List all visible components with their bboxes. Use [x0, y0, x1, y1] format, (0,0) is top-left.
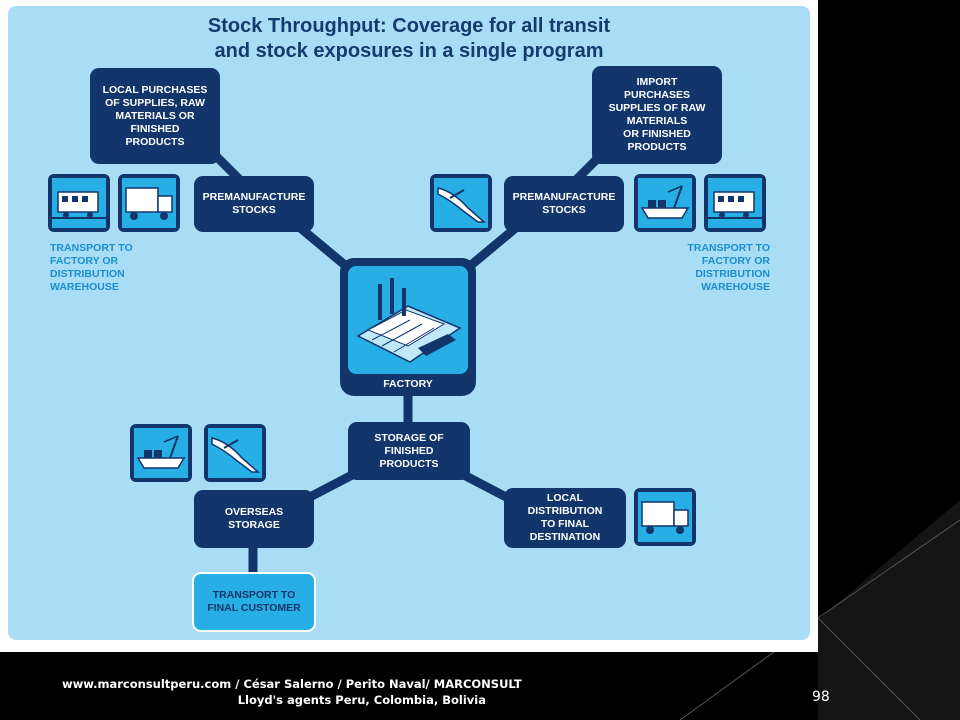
transport-label-left: TRANSPORT TO FACTORY OR DISTRIBUTION WAR… [50, 242, 133, 293]
title-line-2: and stock exposures in a single program [214, 40, 604, 62]
local-purchases-box: LOCAL PURCHASES OF SUPPLIES, RAW MATERIA… [90, 68, 220, 164]
slide-image-panel: Stock Throughput: Coverage for all trans… [0, 0, 818, 652]
airplane-icon [430, 174, 492, 232]
premanufacture-stocks-left-box: PREMANUFACTURE STOCKS [194, 176, 314, 232]
premanufacture-stocks-right-box: PREMANUFACTURE STOCKS [504, 176, 624, 232]
stock-throughput-diagram: Stock Throughput: Coverage for all trans… [8, 6, 810, 640]
train-icon [704, 174, 766, 232]
truck-icon [118, 174, 180, 232]
footer-credit: www.marconsultperu.com / César Salerno /… [62, 676, 522, 708]
transport-final-customer-box: TRANSPORT TO FINAL CUSTOMER [192, 572, 316, 632]
transport-label-right: TRANSPORT TO FACTORY OR DISTRIBUTION WAR… [687, 242, 770, 293]
overseas-storage-box: OVERSEAS STORAGE [194, 490, 314, 548]
train-icon [48, 174, 110, 232]
factory-box: FACTORY [340, 258, 476, 396]
import-purchases-box: IMPORT PURCHASES SUPPLIES OF RAW MATERIA… [592, 66, 722, 164]
title-line-1: Stock Throughput: Coverage for all trans… [207, 15, 611, 37]
cargo-ship-icon [634, 174, 696, 232]
airplane-icon [204, 424, 266, 482]
page-number: 98 [812, 689, 830, 705]
footer-credit-line-1: www.marconsultperu.com / César Salerno /… [62, 677, 522, 691]
storage-finished-products-box: STORAGE OF FINISHED PRODUCTS [348, 422, 470, 480]
cargo-ship-icon [130, 424, 192, 482]
truck-icon [634, 488, 696, 546]
factory-icon [348, 266, 468, 374]
local-distribution-box: LOCAL DISTRIBUTION TO FINAL DESTINATION [504, 488, 626, 548]
diagram-title: Stock Throughput: Coverage for all trans… [8, 14, 810, 64]
footer-credit-line-2: Lloyd's agents Peru, Colombia, Bolivia [237, 693, 486, 707]
factory-label: FACTORY [383, 378, 433, 390]
